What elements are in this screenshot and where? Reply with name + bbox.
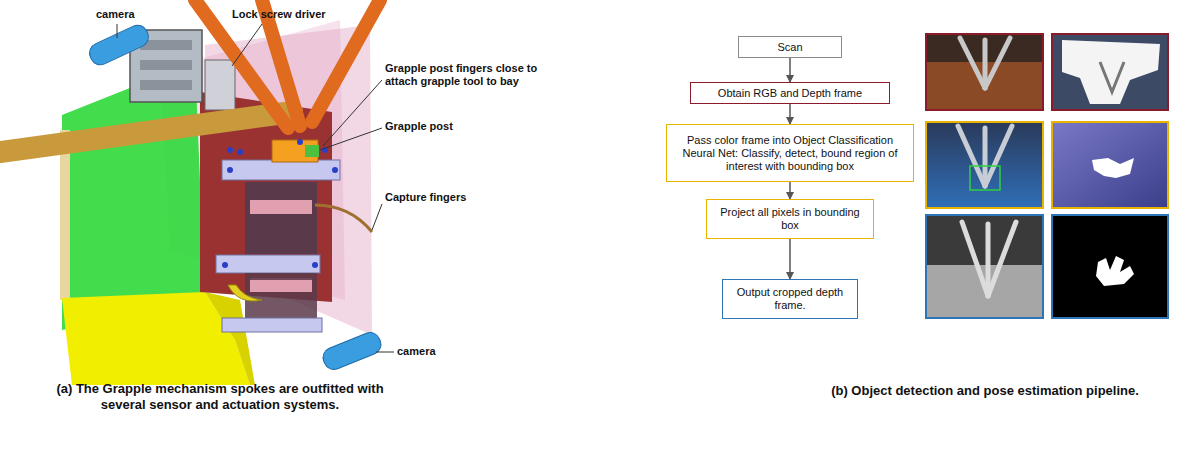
output-box: Output cropped depth frame. <box>722 279 858 319</box>
flow-arrow <box>789 58 791 82</box>
part-label: camera <box>397 345 457 358</box>
part-label: Grapple post fingers close to attach gra… <box>385 62 545 88</box>
flow-arrow <box>789 239 791 279</box>
start-box: Scan <box>738 36 842 58</box>
node-text: Pass color frame into Object Classificat… <box>672 134 908 173</box>
node-text: Obtain RGB and Depth frame <box>718 87 862 100</box>
part-label: Grapple post <box>385 120 495 133</box>
process-box: Pass color frame into Object Classificat… <box>666 124 914 182</box>
part-label: camera <box>96 8 156 21</box>
part-label: Capture fingers <box>385 191 495 204</box>
flow-arrow <box>789 104 791 124</box>
flow-arrow <box>789 182 791 199</box>
process-box: Project all pixels in bounding box <box>706 199 874 239</box>
node-text: Scan <box>777 41 802 54</box>
node-text: Project all pixels in bounding box <box>712 206 868 232</box>
process-box: Obtain RGB and Depth frame <box>690 82 890 104</box>
node-text: Output cropped depth frame. <box>728 286 852 312</box>
part-label: Lock screw driver <box>232 8 362 21</box>
figure-caption: (a) The Grapple mechanism spokes are out… <box>40 381 400 413</box>
figure-caption: (b) Object detection and pose estimation… <box>790 383 1180 399</box>
